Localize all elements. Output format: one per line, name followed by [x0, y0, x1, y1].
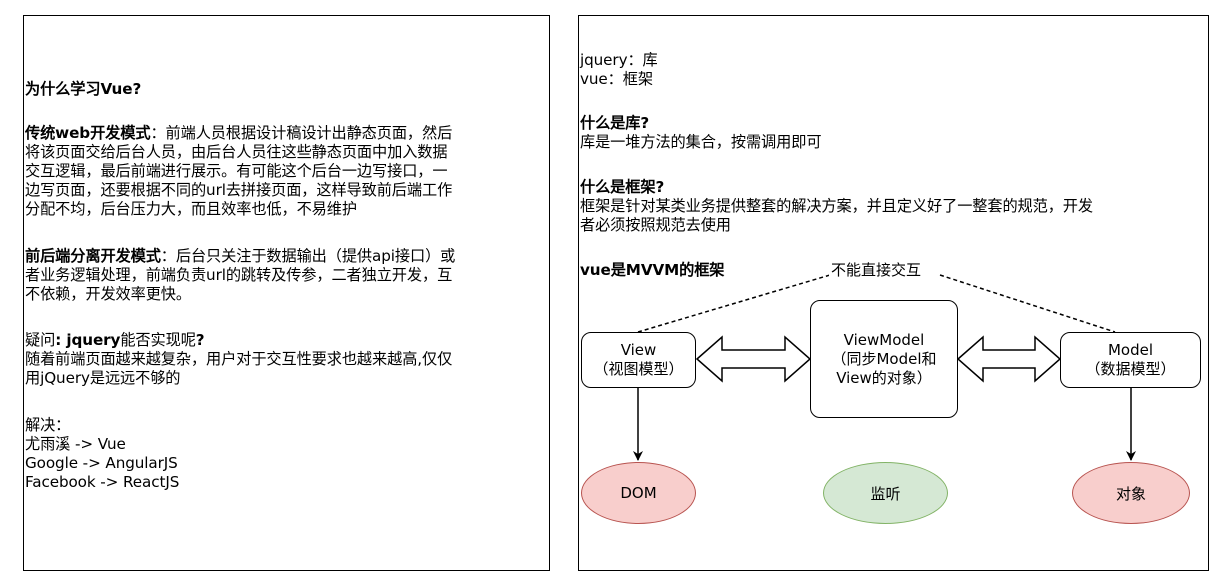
separation-mode-text-1: ：后台只关注于数据输出（提供api接口）或	[160, 247, 456, 265]
viewmodel-line-3: View的对象）	[836, 368, 932, 387]
question-prefix: 疑问	[25, 331, 56, 349]
separation-mode-text-2: 者业务逻辑处理，前端负责url的跳转及传参，二者独立开发，互	[25, 266, 453, 284]
traditional-mode-text-3: 交互逻辑，最后前端进行展示。有可能这个后台一边写接口，一	[25, 162, 448, 180]
solution-item-react: Facebook -> ReactJS	[25, 473, 180, 491]
object-ellipse: 对象	[1072, 462, 1190, 524]
question-mid: 能否实现呢	[120, 331, 196, 349]
question-text-1: 随着前端页面越来越复杂，用户对于交互性要求也越来越高,仅仅	[25, 350, 453, 368]
traditional-mode-text-2: 将该页面交给后台人员，由后台人员往这些静态页面中加入数据	[25, 143, 448, 161]
viewmodel-line-2: （同步Model和	[831, 349, 937, 368]
traditional-mode-line-1: 传统web开发模式：前端人员根据设计稿设计出静态页面，然后	[25, 124, 452, 143]
question-heading: 疑问: jquery能否实现呢?	[25, 331, 205, 350]
separation-mode-text-3: 不依赖，开发效率更快。	[25, 285, 191, 303]
library-heading: 什么是库?	[580, 114, 650, 132]
left-panel	[23, 15, 550, 571]
traditional-mode-heading: 传统web开发模式	[25, 124, 151, 142]
model-subtitle: （数据模型）	[1085, 360, 1176, 378]
dom-ellipse: DOM	[581, 462, 696, 524]
no-direct-interaction-label: 不能直接交互	[829, 261, 924, 280]
listen-label: 监听	[870, 484, 901, 503]
def-jquery: jquery：库	[580, 51, 658, 69]
solution-item-angular: Google -> AngularJS	[25, 454, 178, 472]
view-subtitle: （视图模型）	[593, 360, 684, 378]
library-text: 库是一堆方法的集合，按需调用即可	[580, 133, 822, 151]
question-text-2: 用jQuery是远远不够的	[25, 369, 181, 387]
page-title: 为什么学习Vue?	[25, 80, 142, 98]
viewmodel-box: ViewModel （同步Model和 View的对象）	[810, 300, 958, 418]
mvvm-heading: vue是MVVM的框架	[580, 261, 725, 279]
object-label: 对象	[1115, 484, 1146, 503]
separation-mode-heading: 前后端分离开发模式	[25, 247, 161, 265]
framework-text-1: 框架是针对某类业务提供整套的解决方案，并且定义好了一整套的规范，开发	[580, 197, 1093, 215]
model-title: Model	[1107, 341, 1154, 359]
traditional-mode-text-1: ：前端人员根据设计稿设计出静态页面，然后	[150, 124, 453, 142]
traditional-mode-text-5: 分配不均，后台压力大，而且效率也低，不易维护	[25, 200, 357, 218]
view-box: View （视图模型）	[581, 332, 696, 388]
view-title: View	[620, 341, 657, 359]
model-box: Model （数据模型）	[1060, 332, 1201, 388]
solution-heading: 解决：	[25, 416, 71, 434]
traditional-mode-text-4: 边写页面，还要根据不同的url去拼接页面，这样导致前后端工作	[25, 181, 453, 199]
viewmodel-title: ViewModel	[843, 330, 925, 349]
solution-item-vue: 尤雨溪 -> Vue	[25, 435, 126, 453]
listen-ellipse: 监听	[823, 462, 948, 524]
dom-label: DOM	[620, 484, 657, 502]
question-mark: ?	[195, 331, 205, 349]
separation-mode-line-1: 前后端分离开发模式：后台只关注于数据输出（提供api接口）或	[25, 247, 455, 266]
question-jquery: : jquery	[55, 331, 121, 349]
framework-text-2: 者必须按照规范去使用	[580, 216, 731, 234]
def-vue: vue：框架	[580, 70, 653, 88]
framework-heading: 什么是框架?	[580, 178, 665, 196]
